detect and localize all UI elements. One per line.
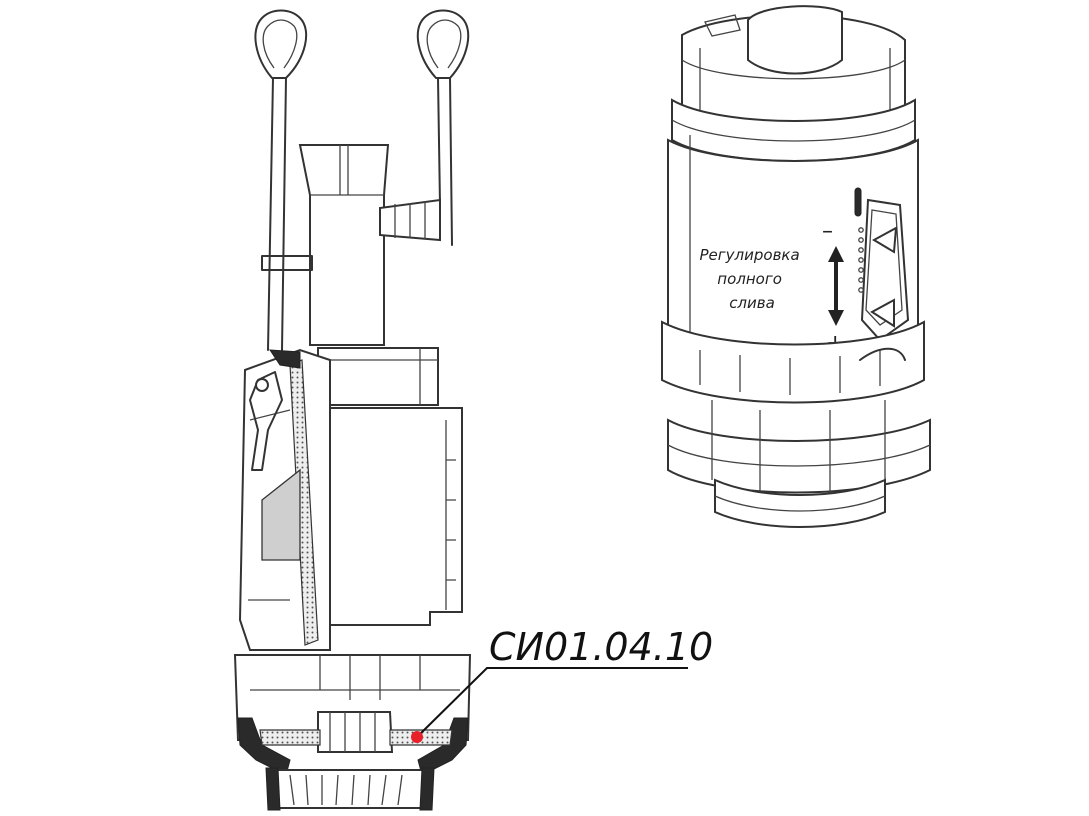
adjustment-arrow-icon xyxy=(828,246,844,326)
lower-housing xyxy=(233,654,472,741)
part-callout: СИ01.04.10 xyxy=(411,625,713,743)
push-button xyxy=(747,5,843,75)
adjustment-label-line-2: полного xyxy=(717,270,782,288)
outlet-thread xyxy=(714,478,886,528)
valve-body xyxy=(319,407,463,626)
scale-dots xyxy=(858,227,864,293)
leader-line xyxy=(416,667,688,738)
outlet-ribs xyxy=(270,769,430,809)
left-handle-loop xyxy=(254,9,308,79)
adjustment-label-line-3: слива xyxy=(729,294,775,312)
right-handle-loop xyxy=(416,9,470,79)
adjustment-label: Регулировка полного слива xyxy=(700,246,805,312)
bottom-ring xyxy=(667,418,931,494)
left-rod xyxy=(267,77,287,351)
adjustment-knob-up xyxy=(871,226,898,254)
overflow-tube xyxy=(298,144,390,346)
seal-gasket xyxy=(237,717,291,776)
minus-sign: – xyxy=(822,219,833,244)
adjustment-knob-down xyxy=(870,298,895,328)
right-rod xyxy=(437,77,453,246)
adjustment-window xyxy=(860,198,910,342)
seal-marker-dot xyxy=(411,731,423,743)
lower-collar xyxy=(661,320,925,404)
valve-section-view xyxy=(233,9,472,811)
adjustment-label-line-1: Регулировка xyxy=(700,246,800,264)
valve-exterior-view: – + Регулировка полного слива xyxy=(661,5,931,528)
part-code-label: СИ01.04.10 xyxy=(489,625,713,669)
